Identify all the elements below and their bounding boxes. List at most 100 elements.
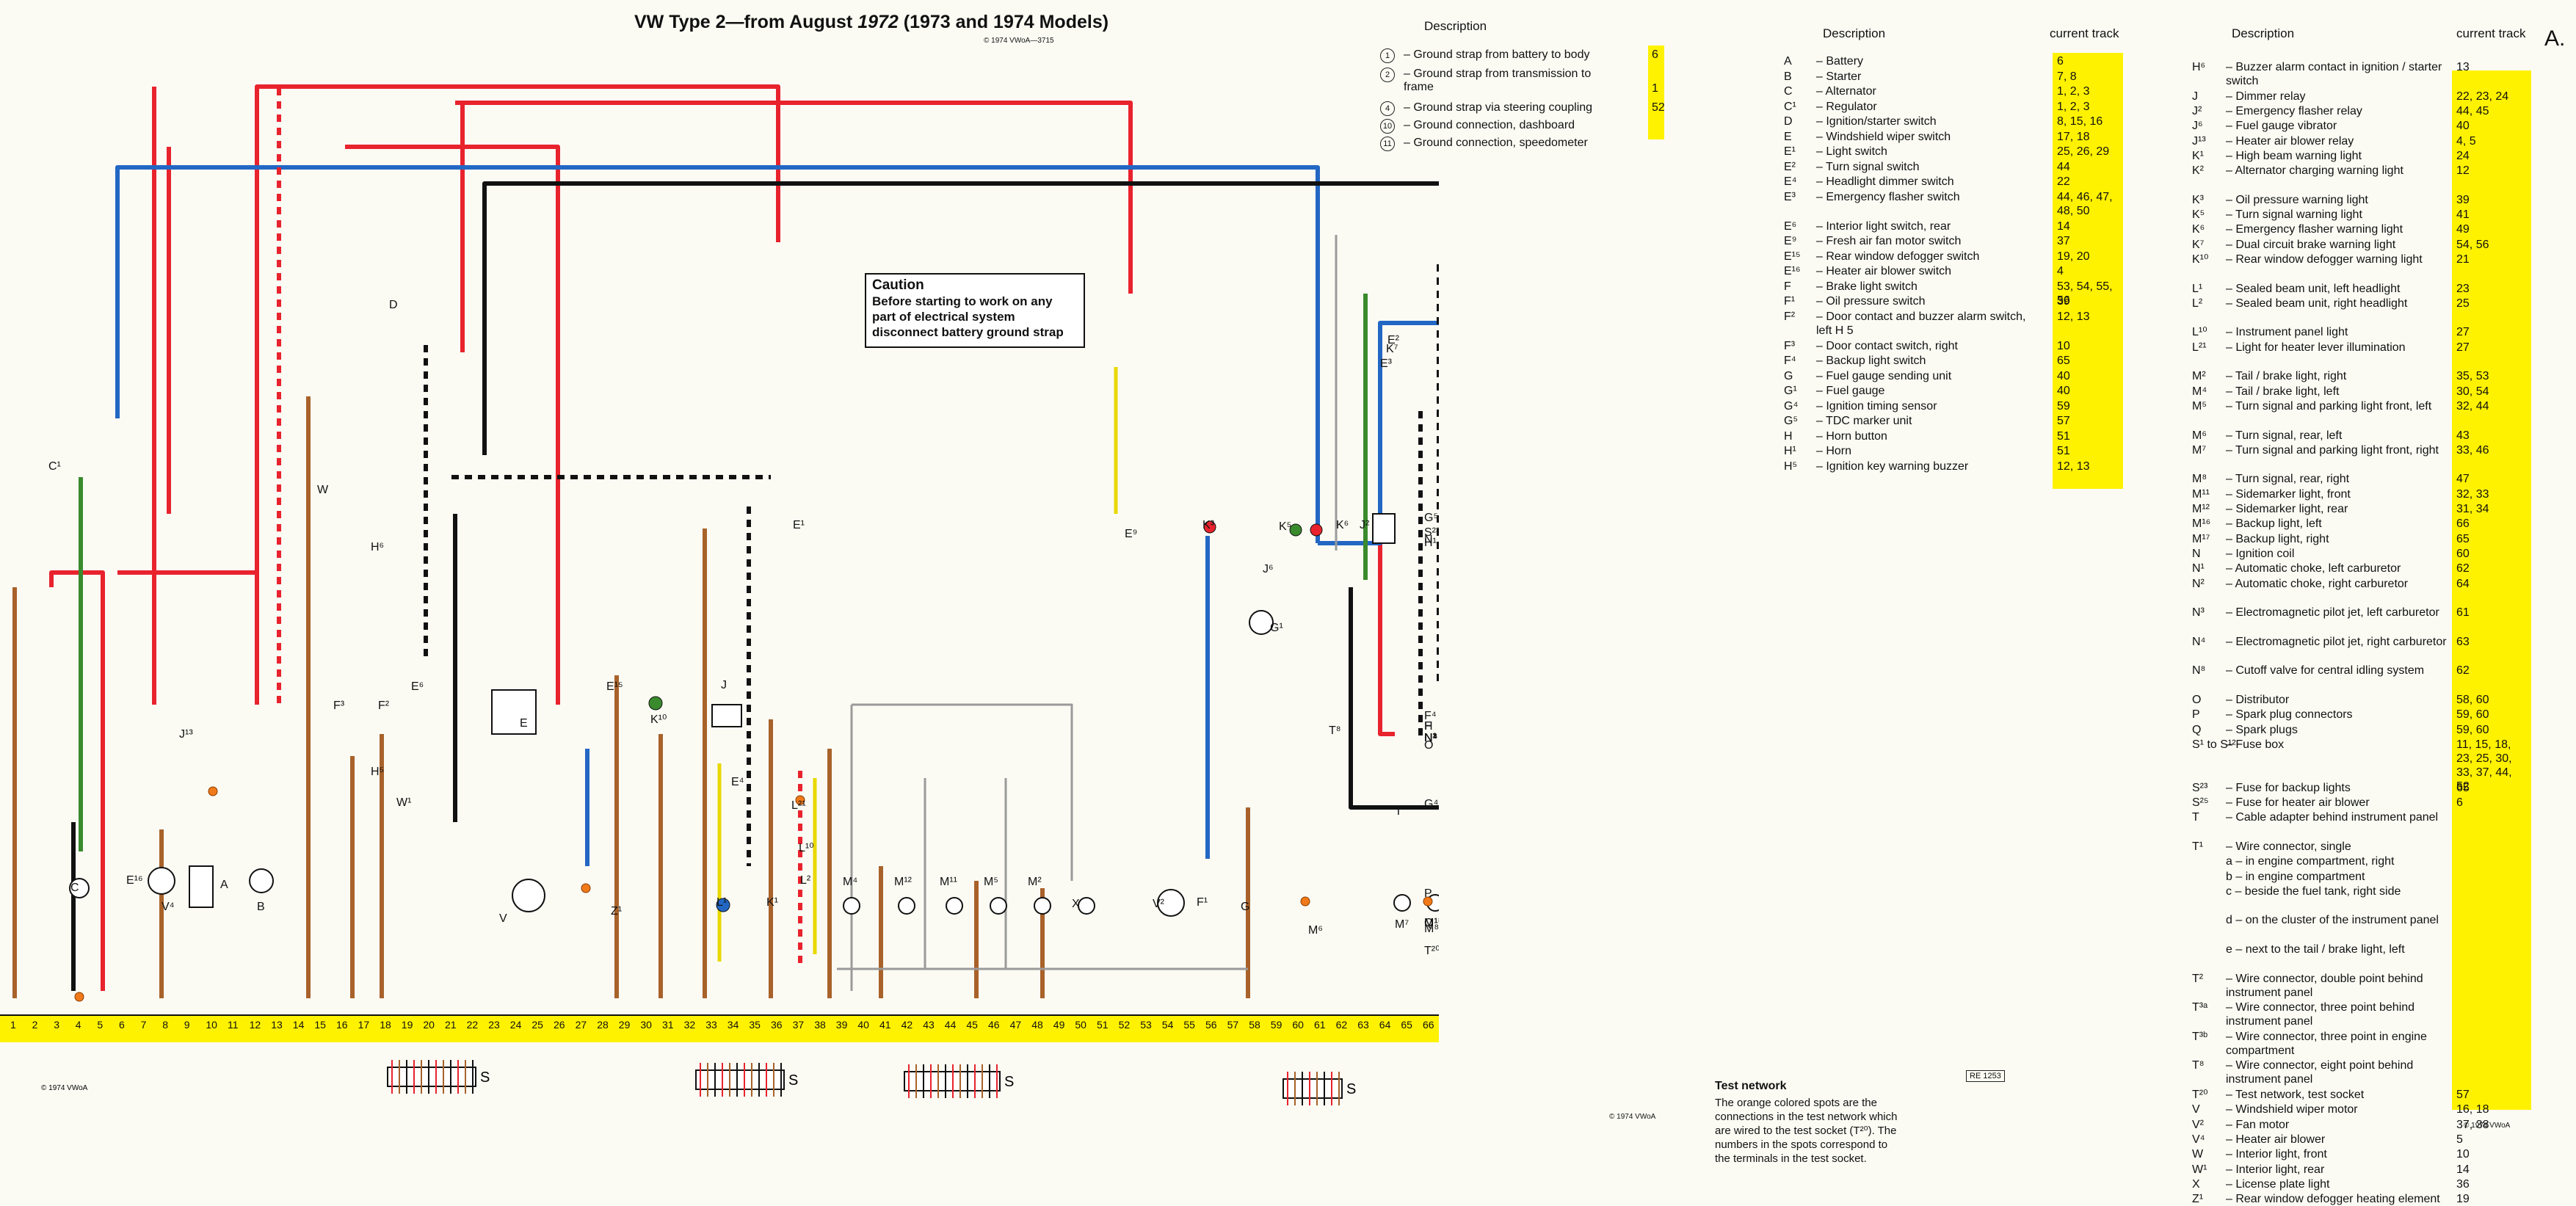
legend-description: – Sealed beam unit, left headlight [2226,282,2401,295]
legend-description: c – beside the fuel tank, right side [2226,884,2401,898]
legend-track: 40 [2456,120,2470,133]
track-number: 50 [1075,1019,1086,1031]
component-label: H⁶ [371,541,384,553]
legend-code: E [1784,130,1792,143]
component-label: J [721,679,727,691]
component-label: J¹³ [179,728,193,741]
caution-box: Caution Before starting to work on any p… [865,273,1085,348]
legend-description: – Light for heater lever illumination [2226,341,2406,354]
legend-code: T² [2192,972,2204,985]
legend-track: 65 [2456,532,2470,545]
track-number: 38 [814,1019,826,1031]
legend-track: 61 [2456,606,2470,620]
legend-track: 32, 44 [2456,399,2489,413]
legend-code: M⁴ [2192,385,2207,398]
legend-track: 22, 23, 24 [2456,90,2509,103]
legend-track: 32, 33 [2456,487,2489,501]
legend-description: – TDC marker unit [1816,415,1912,427]
component-label: G¹ [1270,622,1283,634]
lamp-symbol [1034,897,1051,915]
test-spot [581,883,591,893]
legend-track: 16, 18 [2456,1103,2489,1116]
lamp-symbol [1393,894,1411,912]
legend-track: 21 [2456,253,2470,266]
legend-description: – Sidemarker light, rear [2226,503,2348,515]
sheet-letter: A. [2544,26,2566,51]
legend-description: – Sidemarker light, front [2226,487,2351,501]
legend-track: 1, 2, 3 [2057,100,2090,113]
legend-track: 10 [2057,339,2070,352]
component-label: G [1241,901,1249,913]
legend-code: W¹ [2192,1163,2207,1176]
legend-track: 54, 56 [2456,238,2489,251]
legend-description: – Alternator charging warning light [2226,164,2403,178]
legend-code: M² [2192,370,2206,383]
track-number: 24 [509,1019,522,1031]
legend-code: P [2192,708,2200,722]
legend-description: – Spark plugs [2226,723,2298,736]
legend-code: S²³ [2192,781,2208,794]
track-number: 10 [206,1019,217,1031]
legend-code: N¹ [2192,562,2205,575]
component-label: F² [378,700,390,712]
legend-track: 64 [2456,577,2470,590]
ground-strap-row: 1– Ground strap from battery to body [1380,48,1622,63]
legend-code: T³ᵃ [2192,1001,2208,1014]
legend-code: N² [2192,577,2205,590]
legend-description: – Automatic choke, left carburetor [2226,562,2401,575]
legend-code: G¹ [1784,385,1797,397]
test-spot [74,992,84,1002]
legend-track: 44, 45 [2456,104,2489,117]
legend-track: 63 [2456,635,2470,648]
component-label: F⁴ [1424,710,1437,722]
track-number: 2 [32,1019,38,1031]
legend-track: 36 [2456,1177,2470,1191]
legend-description: – Fan motor [2226,1118,2290,1131]
ground-symbol: 11 [1380,137,1395,151]
legend-track: 37 [2057,235,2070,247]
component-label: M¹² [894,876,913,888]
legend-code: E⁶ [1784,219,1797,233]
legend-description: – Starter [1816,70,1862,83]
track-number: 20 [423,1019,435,1031]
legend-track: 5 [2456,1133,2463,1146]
legend-code: E¹⁶ [1784,265,1801,277]
ground-strap-row: 4– Ground strap via steering coupling [1380,101,1622,116]
track-number: 22 [466,1019,479,1031]
track-number: 41 [879,1019,891,1031]
legend-description: – Battery [1816,55,1864,68]
track-number: 59 [1270,1019,1282,1031]
component-label: N¹ [1424,732,1437,744]
component-label: W [317,484,329,496]
component-label: L² [800,874,811,887]
component-label: K³ [1202,519,1215,531]
legend-description: – License plate light [2226,1177,2330,1191]
legend-description: – Headlight dimmer switch [1816,175,1954,188]
legend-description: – Cutoff valve for central idling system [2226,664,2425,678]
legend-description: – Rear window defogger heating element [2226,1193,2440,1206]
legend-description: – Backup light switch [1816,355,1926,367]
legend-description: – Heater air blower switch [1816,265,1952,277]
wire-gray-group [837,235,1338,991]
legend-code: H⁵ [1784,459,1798,473]
track-number: 49 [1053,1019,1065,1031]
legend-track: 8, 15, 16 [2057,115,2103,128]
legend-code: F¹ [1784,295,1796,308]
legend-code: E⁹ [1784,235,1797,247]
fuel-gauge-symbol [1249,610,1274,635]
legend-code: V [2192,1103,2200,1116]
component-label: C [70,882,79,894]
legend-description: – Turn signal warning light [2226,208,2362,221]
component-label: T [1395,805,1402,818]
legend-description: – Electromagnetic pilot jet, left carbur… [2226,606,2439,620]
legend-track: 65 [2057,355,2070,367]
track-number: 12 [249,1019,261,1031]
legend-code: Q [2192,723,2202,736]
wire-black-secondary [71,822,76,991]
track-number: 51 [1097,1019,1109,1031]
legend-description: – Dimmer relay [2226,90,2306,103]
component-label: M¹⁷ [1424,917,1439,929]
legend-track: 65 [2456,781,2470,794]
track-number: 13 [271,1019,283,1031]
legend-track: 40 [2057,369,2070,382]
